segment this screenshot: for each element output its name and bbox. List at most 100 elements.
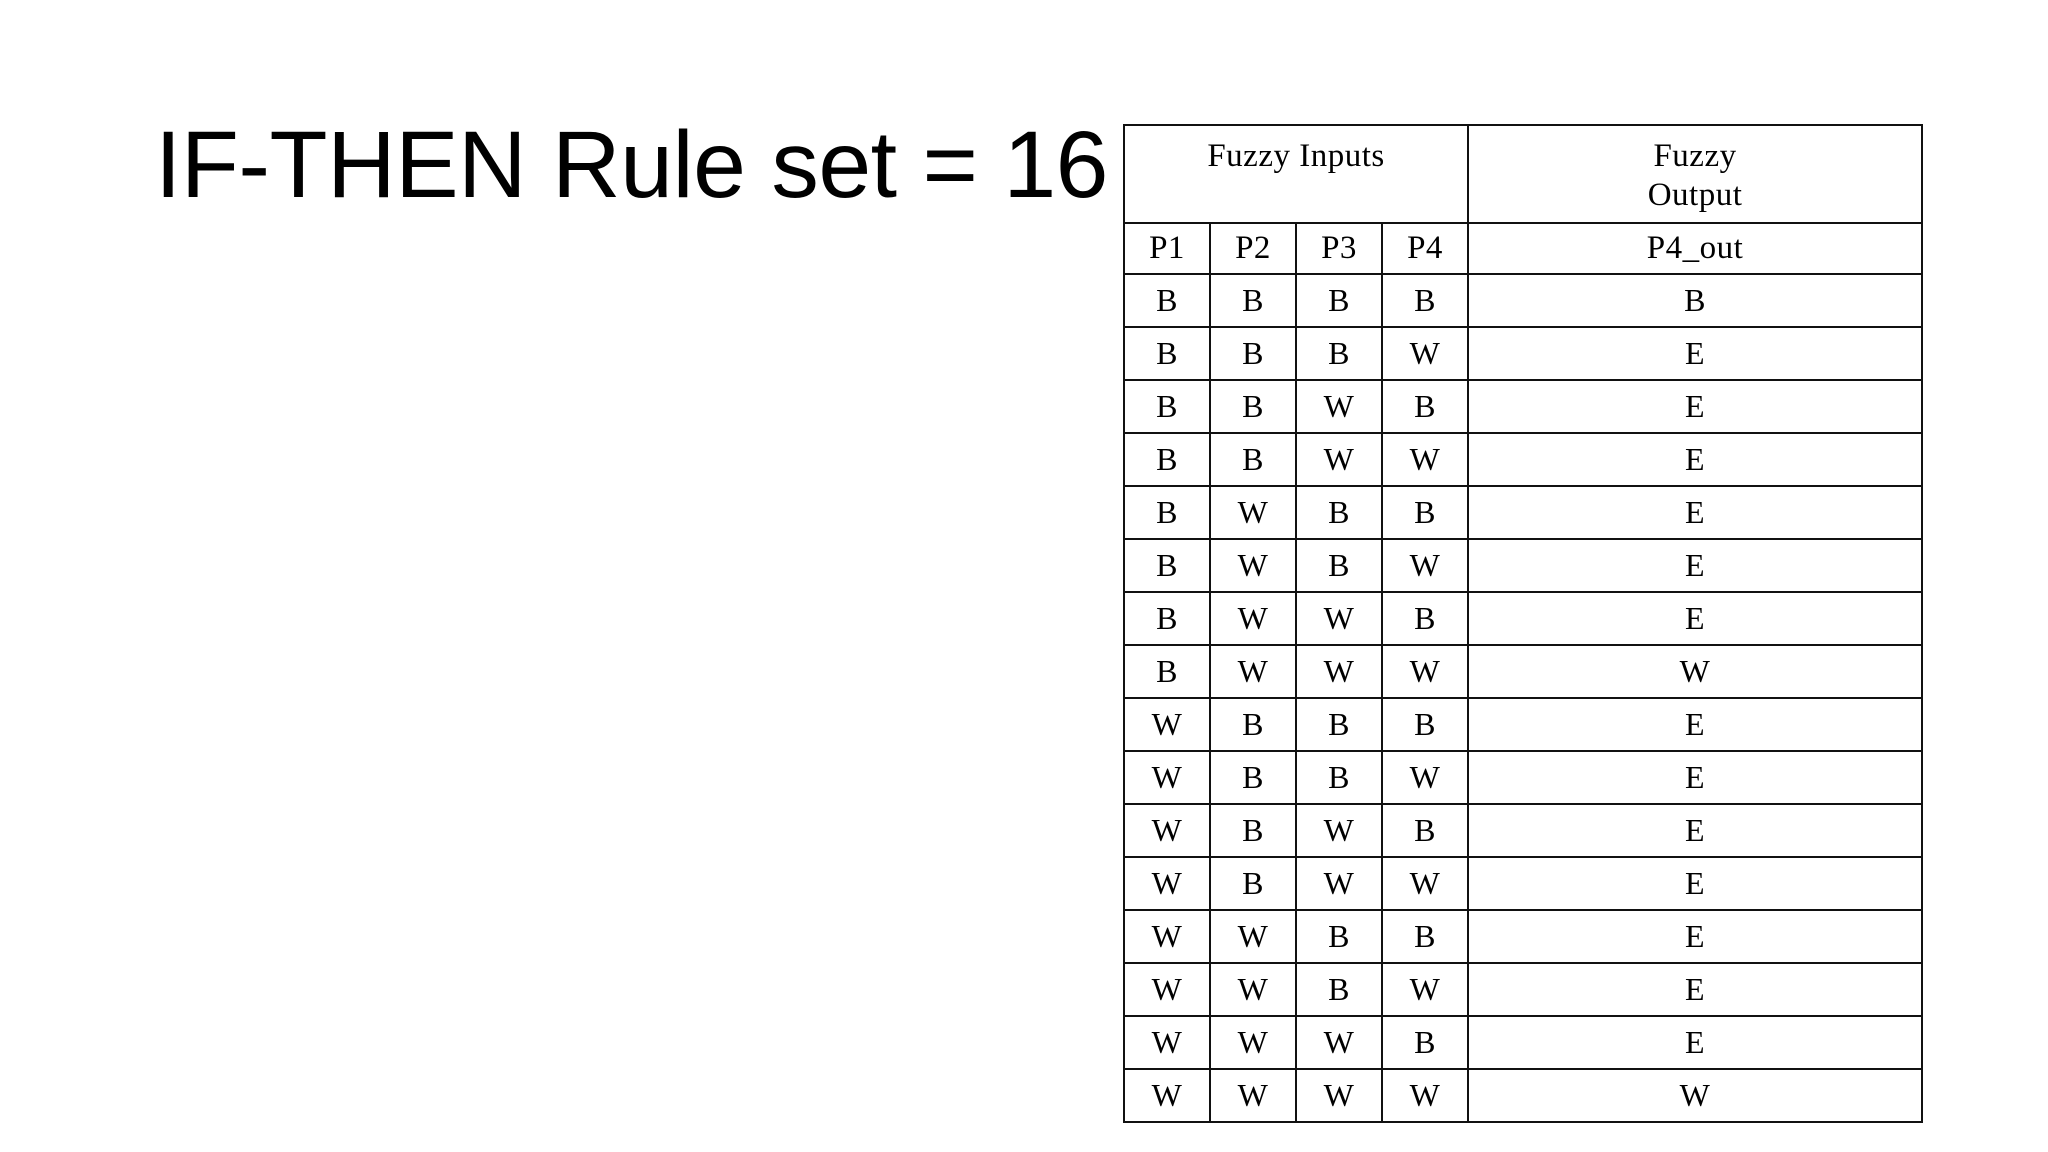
cell-p3: W xyxy=(1295,856,1383,911)
cell-p3: W xyxy=(1295,591,1383,646)
cell-p1: W xyxy=(1123,697,1211,752)
table-head: Fuzzy Inputs Fuzzy Output P1 P2 P3 P4 P4… xyxy=(1122,124,1924,275)
cell-p2: W xyxy=(1209,591,1297,646)
cell-p2: B xyxy=(1209,379,1297,434)
cell-p4-out: E xyxy=(1467,326,1924,381)
group-header-fuzzy-output-line2: Output xyxy=(1647,176,1743,213)
cell-p3: B xyxy=(1295,962,1383,1017)
cell-p4-out: W xyxy=(1467,644,1924,699)
cell-p4: B xyxy=(1380,803,1470,858)
cell-p4: B xyxy=(1380,273,1470,328)
cell-p1: B xyxy=(1123,273,1211,328)
cell-p4-out: E xyxy=(1467,697,1924,752)
table-column-header-row: P1 P2 P3 P4 P4_out xyxy=(1123,222,1924,275)
cell-p1: B xyxy=(1123,326,1211,381)
cell-p1: W xyxy=(1123,1015,1211,1070)
cell-p4: B xyxy=(1380,485,1470,540)
column-header-p3: P3 xyxy=(1295,222,1383,275)
fuzzy-rule-table: Fuzzy Inputs Fuzzy Output P1 P2 P3 P4 P4… xyxy=(1122,124,1924,1123)
cell-p4: B xyxy=(1380,697,1470,752)
group-header-fuzzy-output: Fuzzy Output xyxy=(1467,124,1924,224)
cell-p3: W xyxy=(1295,432,1383,487)
cell-p4: W xyxy=(1380,1068,1470,1123)
cell-p1: B xyxy=(1123,379,1211,434)
column-header-p2: P2 xyxy=(1209,222,1297,275)
cell-p4-out: E xyxy=(1467,432,1924,487)
cell-p1: W xyxy=(1123,962,1211,1017)
cell-p3: W xyxy=(1295,379,1383,434)
cell-p2: W xyxy=(1209,1015,1297,1070)
group-header-fuzzy-inputs-label: Fuzzy Inputs xyxy=(1207,138,1385,174)
cell-p2: B xyxy=(1209,326,1297,381)
cell-p2: W xyxy=(1209,909,1297,964)
cell-p2: W xyxy=(1209,644,1297,699)
column-header-p4-out: P4_out xyxy=(1467,222,1924,275)
cell-p3: W xyxy=(1295,1015,1383,1070)
cell-p1: B xyxy=(1123,644,1211,699)
cell-p4: W xyxy=(1380,538,1470,593)
rule-table-container: Fuzzy Inputs Fuzzy Output P1 P2 P3 P4 P4… xyxy=(1122,124,1924,1123)
cell-p3: B xyxy=(1295,485,1383,540)
cell-p4-out: E xyxy=(1467,962,1924,1017)
cell-p4: W xyxy=(1380,326,1470,381)
cell-p3: B xyxy=(1295,697,1383,752)
cell-p1: W xyxy=(1123,856,1211,911)
cell-p1: B xyxy=(1123,538,1211,593)
cell-p4: W xyxy=(1380,432,1470,487)
cell-p2: W xyxy=(1209,1068,1297,1123)
column-header-p4: P4 xyxy=(1380,222,1470,275)
cell-p3: W xyxy=(1295,803,1383,858)
cell-p3: B xyxy=(1295,273,1383,328)
cell-p2: B xyxy=(1209,750,1297,805)
cell-p4: B xyxy=(1380,1015,1470,1070)
cell-p1: W xyxy=(1123,909,1211,964)
cell-p3: B xyxy=(1295,909,1383,964)
cell-p4-out: E xyxy=(1467,1015,1924,1070)
cell-p4-out: E xyxy=(1467,538,1924,593)
cell-p4: W xyxy=(1380,962,1470,1017)
table-group-header-row: Fuzzy Inputs Fuzzy Output xyxy=(1122,124,1924,224)
cell-p4-out: E xyxy=(1467,803,1924,858)
column-header-p1: P1 xyxy=(1123,222,1211,275)
cell-p4: B xyxy=(1380,591,1470,646)
cell-p2: W xyxy=(1209,962,1297,1017)
cell-p4: W xyxy=(1380,750,1470,805)
cell-p1: W xyxy=(1123,803,1211,858)
cell-p3: B xyxy=(1295,538,1383,593)
cell-p1: B xyxy=(1123,591,1211,646)
cell-p4-out: E xyxy=(1467,750,1924,805)
cell-p3: B xyxy=(1295,750,1383,805)
cell-p4-out: E xyxy=(1467,379,1924,434)
cell-p4-out: W xyxy=(1467,1068,1924,1123)
cell-p2: B xyxy=(1209,856,1297,911)
cell-p2: W xyxy=(1209,485,1297,540)
cell-p4: B xyxy=(1380,379,1470,434)
cell-p1: B xyxy=(1123,432,1211,487)
cell-p4-out: B xyxy=(1467,273,1924,328)
cell-p4: W xyxy=(1380,856,1470,911)
cell-p3: W xyxy=(1295,644,1383,699)
cell-p4-out: E xyxy=(1467,856,1924,911)
cell-p4-out: E xyxy=(1467,591,1924,646)
cell-p1: W xyxy=(1123,1068,1211,1123)
cell-p1: W xyxy=(1123,750,1211,805)
cell-p4: B xyxy=(1380,909,1470,964)
cell-p4: W xyxy=(1380,644,1470,699)
cell-p3: B xyxy=(1295,326,1383,381)
group-header-fuzzy-inputs: Fuzzy Inputs xyxy=(1122,124,1470,224)
cell-p2: B xyxy=(1209,432,1297,487)
